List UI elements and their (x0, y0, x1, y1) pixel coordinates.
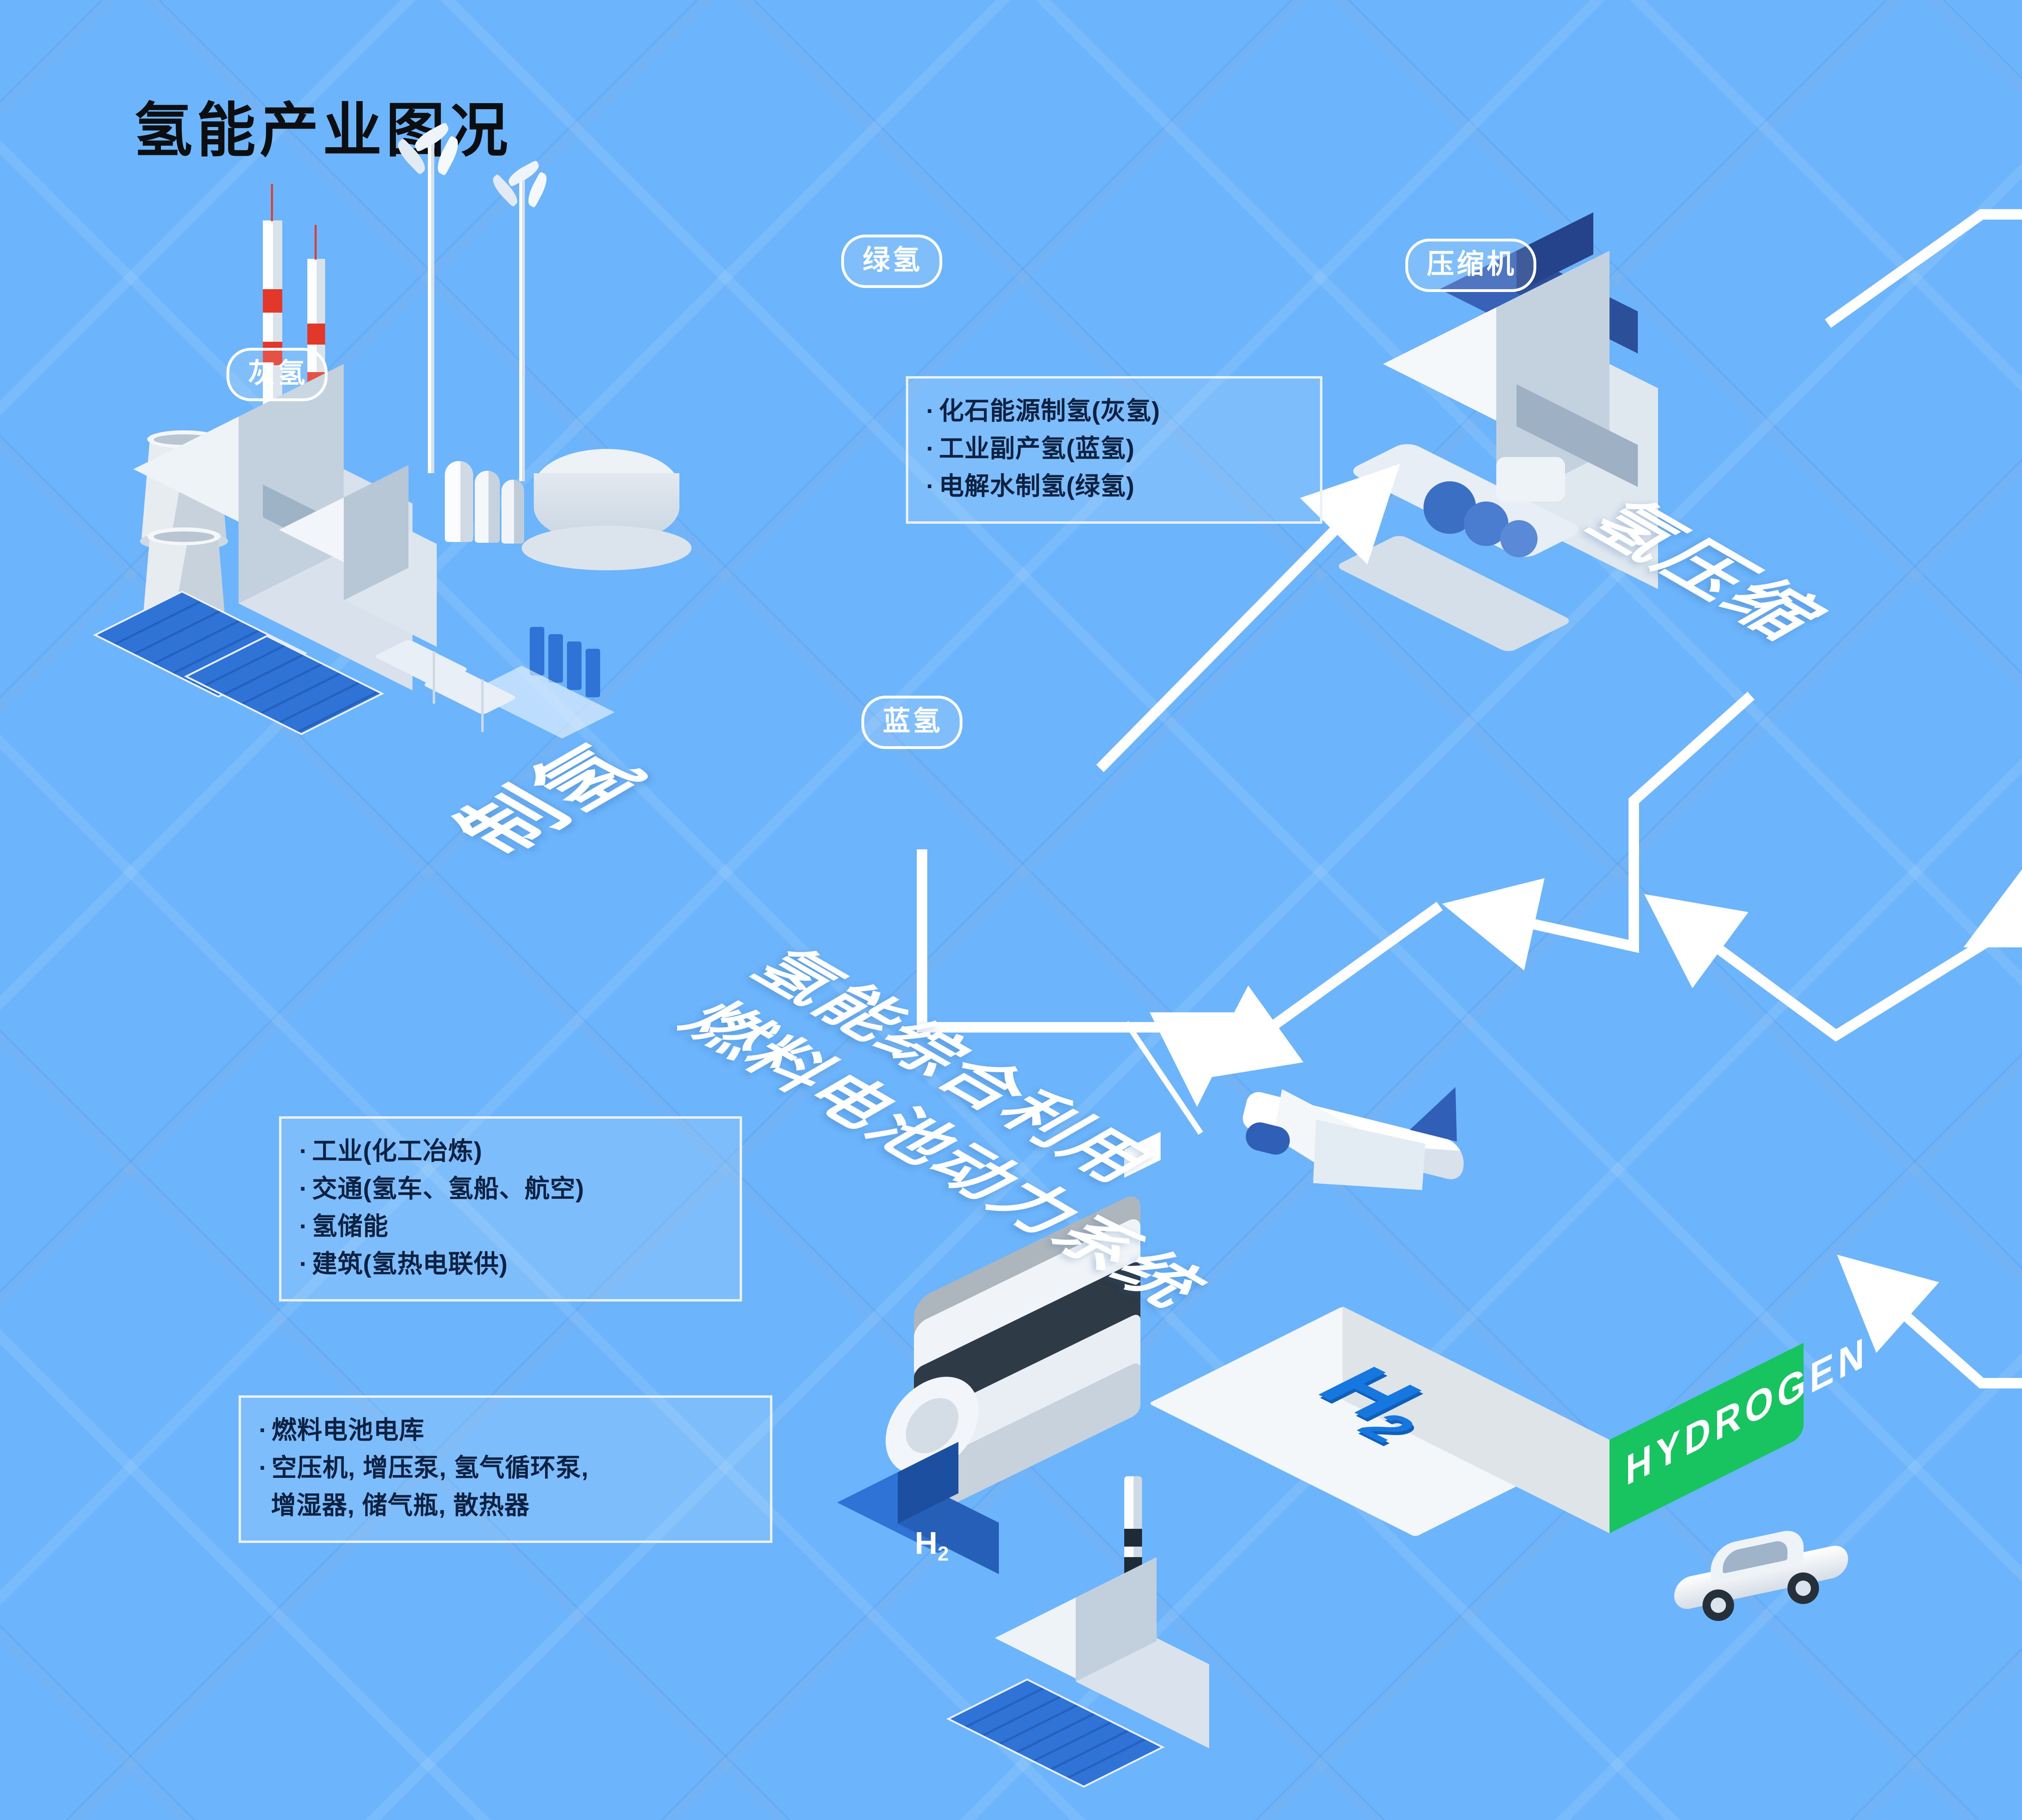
h2-base-label: H2 (915, 1525, 949, 1565)
pill-grey-hydrogen[interactable]: 灰氢 (226, 348, 328, 401)
info-item: 氢储能 (299, 1208, 722, 1245)
info-list-production: 化石能源制氢(灰氢) 工业副产氢(蓝氢) 电解水制氢(绿氢) (926, 392, 1302, 505)
info-item: 化石能源制氢(灰氢) (926, 392, 1302, 430)
info-list-application: 工业(化工冶炼) 交通(氢车、氢船、航空) 氢储能 建筑(氢热电联供) (299, 1132, 722, 1283)
art-small-plant (946, 1476, 1335, 1788)
pill-blue-hydrogen[interactable]: 蓝氢 (861, 696, 963, 749)
info-item: 交通(氢车、氢船、航空) (299, 1170, 722, 1208)
info-box-production: 化石能源制氢(灰氢) 工业副产氢(蓝氢) 电解水制氢(绿氢) (906, 376, 1322, 524)
info-item: 建筑(氢热电联供) (299, 1245, 722, 1283)
art-hydrogen-car (1674, 1521, 1885, 1634)
info-item: 电解水制氢(绿氢) (926, 468, 1302, 505)
info-list-fuelcell: 燃料电池电库 空压机, 增压泵, 氢气循环泵, 增湿器, 储气瓶, 散热器 (259, 1412, 752, 1524)
h2-block-side-label: HYDROGEN (1626, 1327, 1869, 1495)
art-fuelcell-stack: H2 (837, 1190, 1286, 1589)
info-item: 工业(化工冶炼) (299, 1132, 722, 1170)
info-item: 空压机, 增压泵, 氢气循环泵, (259, 1449, 752, 1487)
pill-green-hydrogen[interactable]: 绿氢 (841, 235, 943, 288)
info-box-application: 工业(化工冶炼) 交通(氢车、氢船、航空) 氢储能 建筑(氢热电联供) (279, 1116, 742, 1302)
info-item: 工业副产氢(蓝氢) (926, 430, 1302, 468)
pill-compressor[interactable]: 压缩机 (1405, 239, 1537, 292)
art-compressor-station (1335, 212, 1880, 655)
info-item: 增湿器, 储气瓶, 散热器 (271, 1492, 530, 1519)
info-item: 燃料电池电库 (259, 1412, 752, 1449)
info-box-fuelcell: 燃料电池电库 空压机, 增压泵, 氢气循环泵, 增湿器, 储气瓶, 散热器 (239, 1395, 772, 1543)
